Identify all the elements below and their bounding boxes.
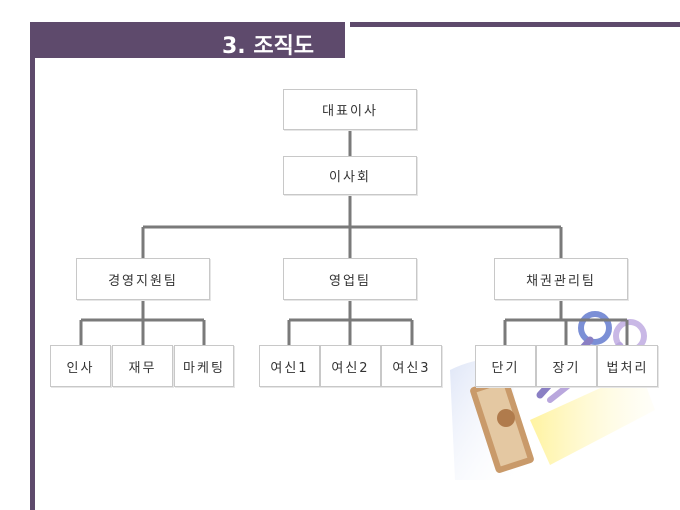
org-node-unit: 인사 — [50, 345, 111, 387]
page-title: 3. 조직도 — [222, 34, 315, 59]
org-node-unit: 단기 — [475, 345, 536, 387]
org-node-ceo: 대표이사 — [283, 89, 417, 130]
frame-top-border — [30, 22, 680, 27]
org-node-unit: 재무 — [112, 345, 173, 387]
title-tab — [30, 22, 345, 58]
org-node-unit: 여신3 — [381, 345, 442, 387]
org-node-team-sales: 영업팀 — [283, 258, 417, 300]
org-node-unit: 여신1 — [259, 345, 320, 387]
org-node-team-management: 경영지원팀 — [76, 258, 210, 300]
org-node-unit: 장기 — [536, 345, 597, 387]
org-node-board: 이사회 — [283, 156, 417, 195]
org-node-unit: 법처리 — [597, 345, 658, 387]
org-node-unit: 마케팅 — [174, 345, 234, 387]
title-tab-separator — [345, 22, 350, 58]
org-node-team-credit: 채권관리팀 — [494, 258, 628, 300]
frame-left-border — [30, 22, 35, 510]
org-node-unit: 여신2 — [320, 345, 381, 387]
